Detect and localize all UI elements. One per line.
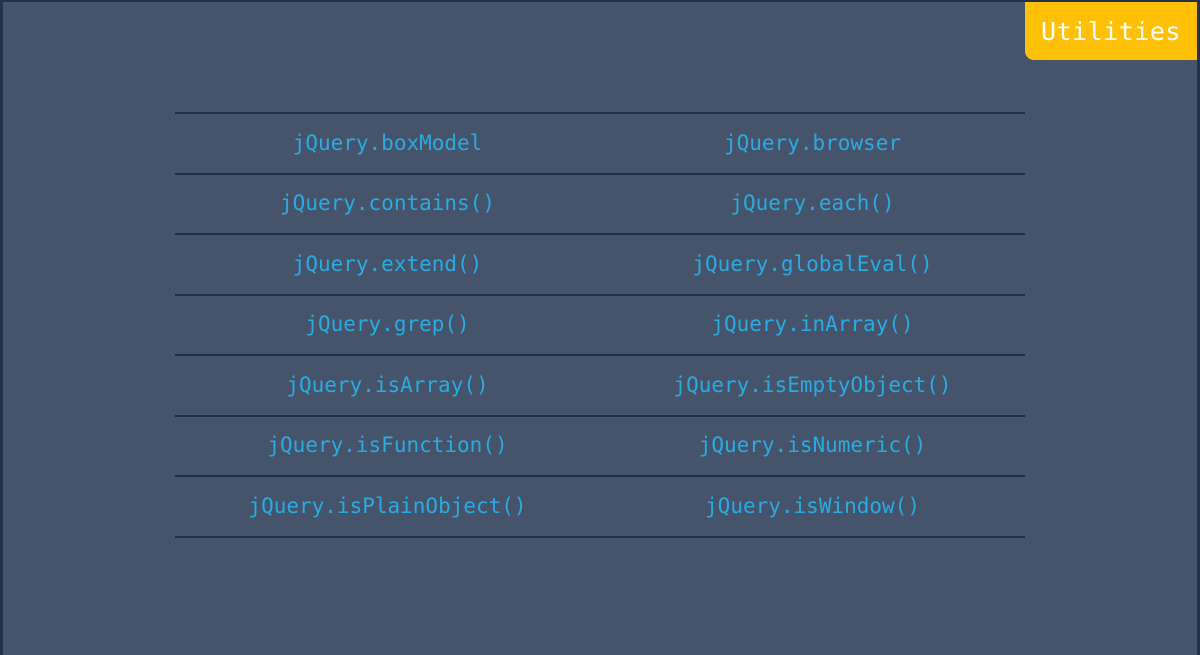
table-cell-left: jQuery.isFunction(): [175, 414, 600, 476]
table-cell-right: jQuery.inArray(): [600, 293, 1025, 355]
table-cell-left: jQuery.isArray(): [175, 354, 600, 416]
api-link[interactable]: jQuery.globalEval(): [692, 251, 933, 276]
table-row: jQuery.contains() jQuery.each(): [175, 172, 1025, 234]
api-link[interactable]: jQuery.isWindow(): [705, 493, 920, 518]
table-row: jQuery.extend() jQuery.globalEval(): [175, 233, 1025, 295]
api-method-table: jQuery.boxModel jQuery.browser jQuery.co…: [175, 112, 1025, 538]
table-cell-right: jQuery.isNumeric(): [600, 414, 1025, 476]
table-row: jQuery.boxModel jQuery.browser: [175, 112, 1025, 174]
api-link[interactable]: jQuery.isArray(): [286, 372, 489, 397]
table-cell-left: jQuery.extend(): [175, 233, 600, 295]
api-link[interactable]: jQuery.isPlainObject(): [248, 493, 527, 518]
table-cell-left: jQuery.grep(): [175, 293, 600, 355]
table-cell-right: jQuery.isWindow(): [600, 475, 1025, 538]
api-link[interactable]: jQuery.contains(): [280, 191, 495, 216]
api-link[interactable]: jQuery.grep(): [305, 312, 470, 337]
table-cell-left: jQuery.boxModel: [175, 112, 600, 174]
table-row: jQuery.grep() jQuery.inArray(): [175, 293, 1025, 355]
api-link[interactable]: jQuery.isEmptyObject(): [673, 372, 952, 397]
api-link[interactable]: jQuery.isNumeric(): [698, 433, 927, 458]
api-link[interactable]: jQuery.extend(): [292, 251, 483, 276]
table-cell-left: jQuery.isPlainObject(): [175, 475, 600, 538]
section-badge: Utilities: [1025, 2, 1197, 60]
table-row: jQuery.isArray() jQuery.isEmptyObject(): [175, 354, 1025, 416]
section-badge-label: Utilities: [1041, 16, 1181, 46]
api-link[interactable]: jQuery.inArray(): [711, 312, 914, 337]
table-cell-right: jQuery.each(): [600, 172, 1025, 234]
api-link[interactable]: jQuery.isFunction(): [267, 433, 508, 458]
table-cell-right: jQuery.globalEval(): [600, 233, 1025, 295]
api-link[interactable]: jQuery.each(): [730, 191, 895, 216]
api-link[interactable]: jQuery.boxModel: [292, 130, 483, 155]
table-cell-right: jQuery.browser: [600, 112, 1025, 174]
table-row: jQuery.isFunction() jQuery.isNumeric(): [175, 414, 1025, 476]
table-row: jQuery.isPlainObject() jQuery.isWindow(): [175, 475, 1025, 538]
table-cell-right: jQuery.isEmptyObject(): [600, 354, 1025, 416]
api-method-table-body: jQuery.boxModel jQuery.browser jQuery.co…: [175, 112, 1025, 538]
table-cell-left: jQuery.contains(): [175, 172, 600, 234]
api-link[interactable]: jQuery.browser: [723, 130, 901, 155]
